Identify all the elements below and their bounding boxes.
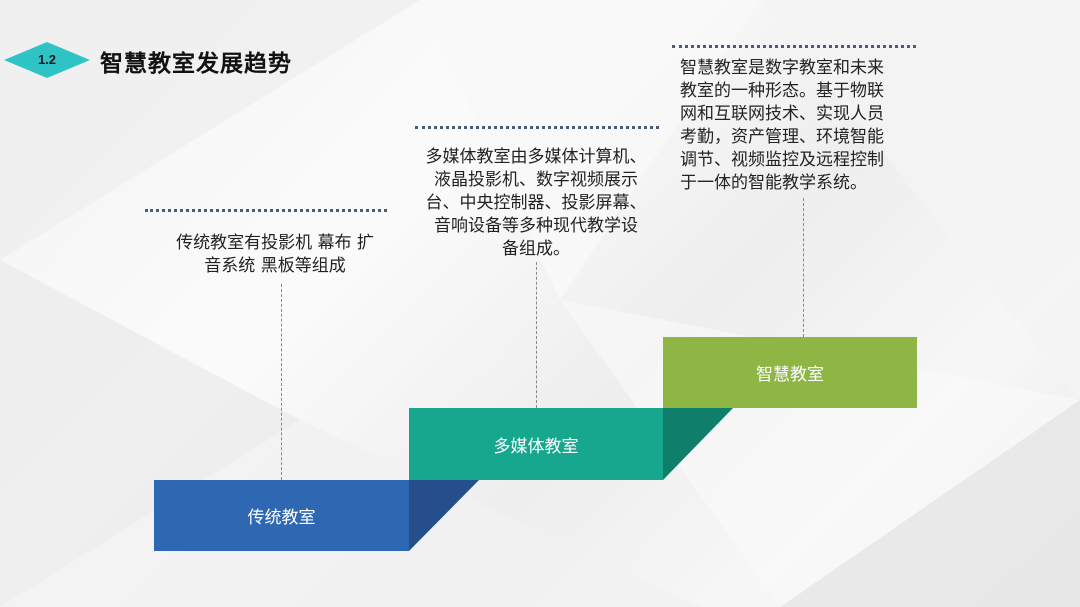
stage2-dotted-divider (415, 126, 659, 129)
stage1-dotted-divider (145, 209, 387, 212)
stage2-step-shadow (663, 408, 733, 480)
section-number-badge-diamond (4, 42, 90, 78)
page-title: 智慧教室发展趋势 (100, 51, 292, 77)
stage1-step-shadow (409, 480, 479, 551)
stage1-description: 传统教室有投影机 幕布 扩 音系统 黑板等组成 (176, 233, 374, 276)
stage3-description: 智慧教室是数字教室和未来 教室的一种形态。基于物联 网和互联网技术、实现人员 考… (680, 58, 884, 193)
stage2-description: 多媒体教室由多媒体计算机、 液晶投影机、数字视频展示 台、中央控制器、投影屏幕、… (425, 147, 647, 259)
stage3-connector-line (803, 198, 804, 337)
stage3-dotted-divider (672, 45, 916, 48)
stage1-connector-line (281, 284, 282, 480)
stage2-label: 多媒体教室 (493, 436, 579, 457)
stage-smart-classroom: 智慧教室 (663, 337, 917, 408)
section-number: 1.2 (37, 52, 57, 67)
stage2-connector-line (536, 262, 537, 408)
stage1-label: 传统教室 (247, 508, 316, 528)
stage3-label: 智慧教室 (756, 365, 824, 385)
stage-traditional-classroom: 传统教室 (154, 480, 409, 551)
stage-multimedia-classroom: 多媒体教室 (409, 408, 663, 480)
